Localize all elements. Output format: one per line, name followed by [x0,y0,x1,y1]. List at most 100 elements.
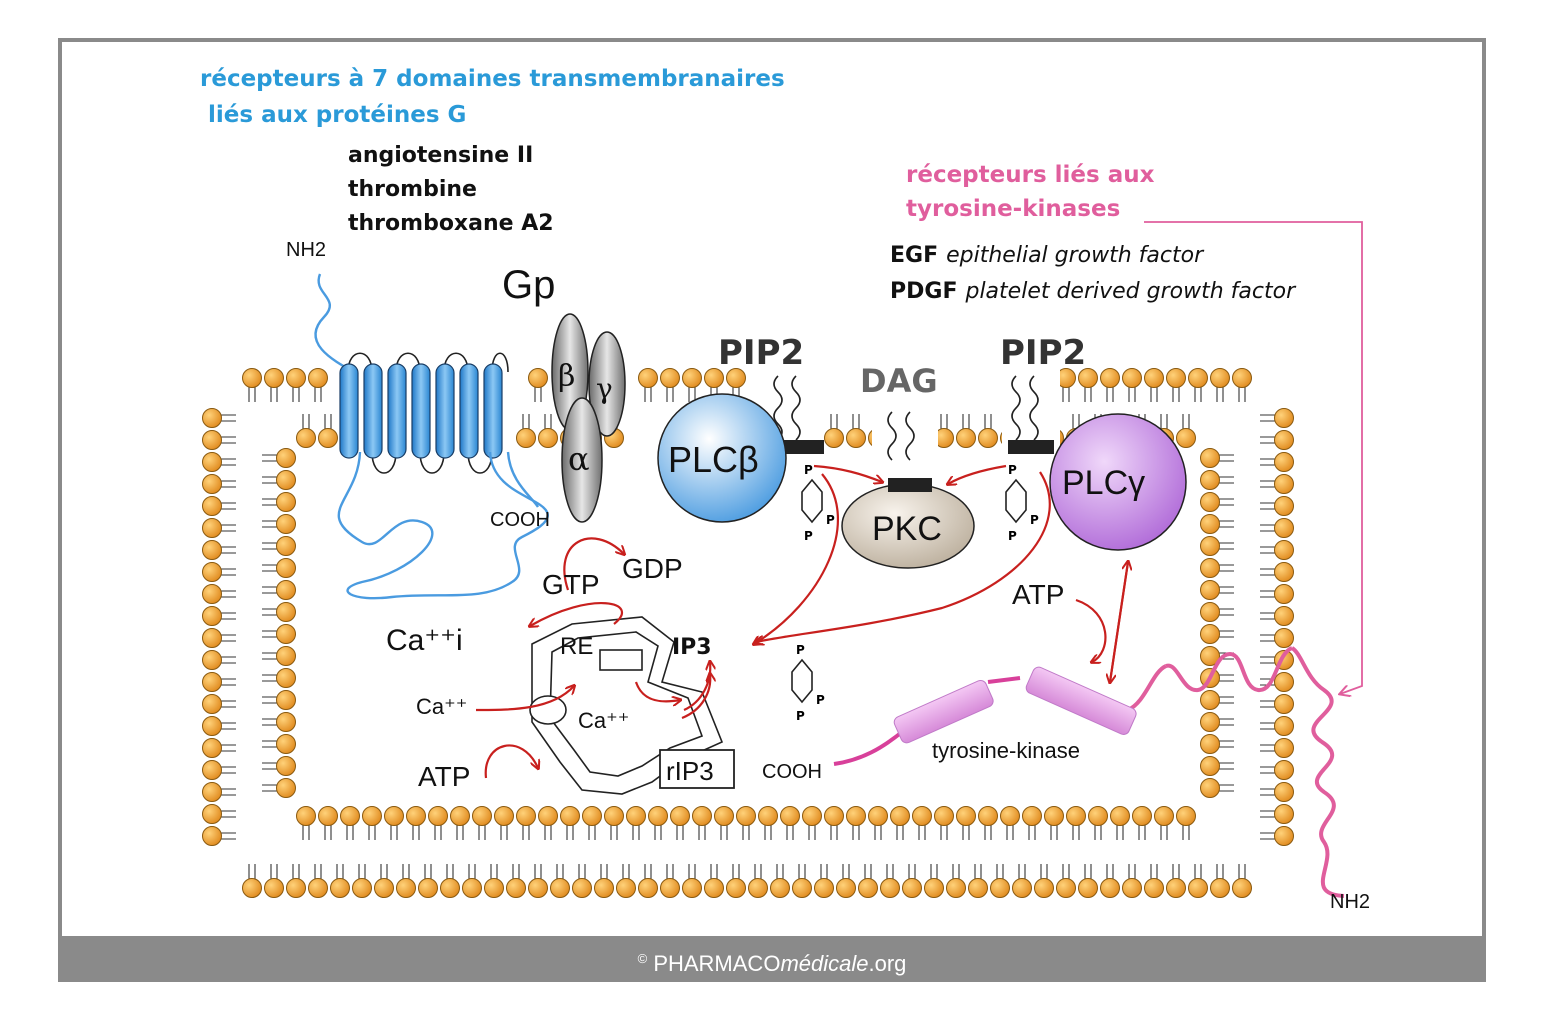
rtk-extracellular-chain [1290,646,1345,898]
rip3-label: rIP3 [666,756,714,786]
lipid-outer [202,584,236,604]
brand-italic: médicale [780,951,869,976]
lipid-inner [626,806,646,840]
lipid-inner [1200,514,1234,534]
lipid-outer [924,864,944,898]
phosphate-label: P [826,513,835,527]
lipid-outer [202,562,236,582]
lipid-outer [528,368,548,402]
arrow-pip2-right-to-ip3 [756,471,1051,642]
endoplasmic-reticulum: RE Ca⁺⁺ rIP3 [529,616,735,795]
gpcr-c-terminal-chain [337,451,549,600]
lipid-inner [262,734,296,754]
copyright-footer: © PHARMACOmédicale.org [58,936,1486,982]
lipid-inner [1000,806,1020,840]
tyrosine-kinase-domain-right [1025,666,1137,735]
gpcr-helix [435,363,455,459]
lipid-outer [1260,452,1294,472]
lipid-outer [242,368,262,402]
lipid-outer [660,368,680,402]
lipid-inner [1154,806,1174,840]
lipid-inner [1200,778,1234,798]
lipid-inner [934,414,954,448]
gpcr-helix [339,363,359,459]
lipid-outer [1100,368,1120,402]
rtk-nh2-label: NH2 [1330,891,1370,913]
lipid-outer [1056,368,1076,402]
lipid-outer [1260,760,1294,780]
pkc-label: PKC [872,510,942,548]
lipid-inner [978,414,998,448]
plc-beta-sphere [657,393,787,523]
lipid-outer [202,716,236,736]
lipid-inner [648,806,668,840]
diagram-panel: Gp β γ α PIP2 DAG PIP2 [62,42,1482,936]
ca-i-label: Ca⁺⁺i [386,624,463,657]
lipid-outer [242,864,262,898]
lipid-inner [262,712,296,732]
lipid-outer [1260,474,1294,494]
lipid-inner [912,806,932,840]
pkc-dag-anchor [888,478,932,492]
arrow-plcb-to-pkc [813,464,882,482]
arrow-ip3-to-receptor [681,674,710,720]
lipid-outer [484,864,504,898]
lipid-outer [1210,368,1230,402]
lipid-outer [660,864,680,898]
lipid-outer [202,430,236,450]
lipid-outer [1056,864,1076,898]
lipid-outer [202,782,236,802]
arrow-atp-to-kinase [1075,598,1107,662]
diagram-frame: Gp β γ α PIP2 DAG PIP2 [58,38,1486,982]
lipid-inner [340,806,360,840]
arrow-pip2-left-to-ip3 [754,473,839,644]
dag-label: DAG [860,362,938,400]
lipid-outer [1144,368,1164,402]
ligand-1: angiotensine II [348,143,533,168]
arrow-rtk-ligand [1144,221,1363,694]
copyright-symbol: © [637,951,648,966]
lipid-outer [528,864,548,898]
lipid-inner [582,806,602,840]
lipid-outer [1260,804,1294,824]
lipid-inner [1110,806,1130,840]
lipid-outer [902,864,922,898]
alpha-label: α [568,440,590,478]
lipid-inner [1200,492,1234,512]
phosphate-label: P [816,693,825,707]
lipid-inner [846,806,866,840]
pkc: PKC [841,478,975,569]
lipid-outer [202,826,236,846]
lipid-outer [202,540,236,560]
gpcr-nh2-label: NH2 [286,239,326,261]
lipid-outer [1232,864,1252,898]
lipid-outer [202,518,236,538]
lipid-outer [836,864,856,898]
lipid-inner [1088,806,1108,840]
lipid-outer [682,368,702,402]
lipid-inner [1176,414,1196,448]
lipid-outer [1260,430,1294,450]
lipid-inner [692,806,712,840]
re-label: RE [560,633,593,660]
arrow-ca-release [634,681,680,701]
signal-arrows [475,221,1363,779]
lipid-inner [296,414,316,448]
rtk-kinase-linker [1127,664,1168,712]
plc-beta: PLCβ [657,393,787,523]
ca-store-label: Ca⁺⁺ [578,708,629,733]
lipid-outer [1144,864,1164,898]
pip2-right-head [1008,440,1054,454]
lipid-inner [538,414,558,448]
lipid-inner [1200,712,1234,732]
gdp-label: GDP [622,553,683,584]
lipid-outer [616,864,636,898]
lipid-inner [868,806,888,840]
gpcr-title-line1: récepteurs à 7 domaines transmembranaire… [200,66,785,92]
lipid-inner [262,690,296,710]
phosphate-label: P [796,643,805,657]
ip3-icon-free: P P P [791,643,825,723]
lipid-inner [670,806,690,840]
